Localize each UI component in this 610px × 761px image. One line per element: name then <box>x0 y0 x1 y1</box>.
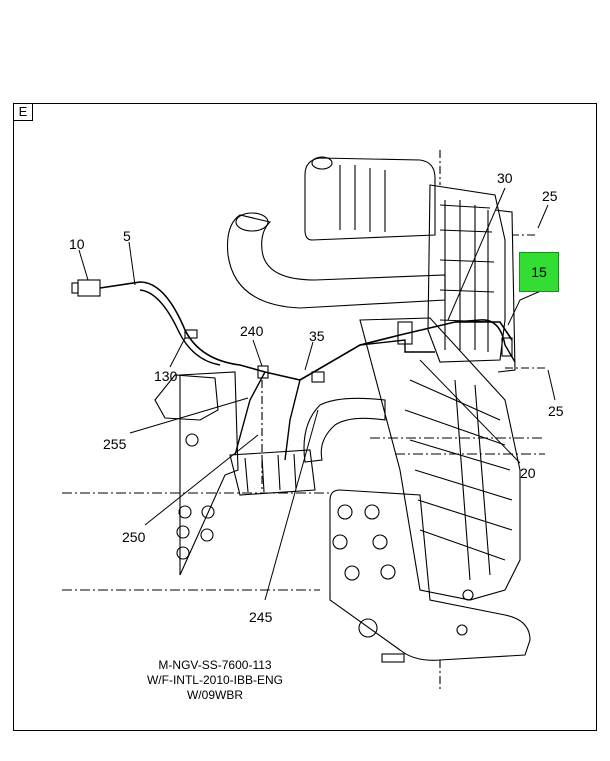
callout-245: 245 <box>249 609 273 625</box>
connector-10 <box>71 279 101 297</box>
doc-ref-line-3: W/09WBR <box>186 688 243 702</box>
callout-15-highlighted[interactable]: 15 <box>519 252 559 292</box>
radiator-upper-hose <box>226 214 446 309</box>
doc-ref-line-2: W/F-INTL-2010-IBB-ENG <box>146 673 284 687</box>
doc-ref-line-1: M-NGV-SS-7600-113 <box>158 658 272 672</box>
mounting-plate <box>329 489 531 661</box>
radiator-core <box>427 184 506 363</box>
engine-block <box>359 317 521 601</box>
coolant-reservoir <box>304 157 436 241</box>
callout-25-lower: 25 <box>548 403 564 419</box>
callout-30: 30 <box>497 170 513 186</box>
plate-label <box>381 653 405 663</box>
callout-20: 20 <box>520 465 536 481</box>
callout-250: 250 <box>122 529 146 545</box>
callout-255: 255 <box>103 436 127 452</box>
left-bracket <box>179 371 239 576</box>
harness-branch <box>284 379 301 461</box>
harness-branch <box>234 371 266 456</box>
callout-10: 10 <box>69 236 85 252</box>
callout-5: 5 <box>123 228 131 244</box>
drawing-frame <box>13 103 597 731</box>
plate-holes <box>332 504 474 638</box>
radiator-side-bracket <box>494 209 516 373</box>
reservoir-cap <box>311 156 333 170</box>
harness-clip <box>257 365 269 379</box>
radiator-lower-hose <box>303 397 386 463</box>
callout-25-upper: 25 <box>542 188 558 204</box>
motor-assembly <box>229 449 316 496</box>
view-tag: E <box>13 103 33 121</box>
harness-clip <box>184 329 198 339</box>
leader-lines <box>78 187 556 601</box>
harness-clip <box>397 321 413 345</box>
callout-35: 35 <box>309 328 325 344</box>
document-reference: M-NGV-SS-7600-113 W/F-INTL-2010-IBB-ENG … <box>140 658 290 703</box>
harness-branch <box>139 289 221 366</box>
bracket-bolts <box>176 433 215 560</box>
harness-clip <box>501 337 513 357</box>
sensor-module <box>154 374 219 421</box>
harness-clip <box>311 371 325 383</box>
harness-branch <box>359 339 435 353</box>
callout-240: 240 <box>240 323 264 339</box>
callout-130: 130 <box>154 368 178 384</box>
harness-branch <box>454 319 516 363</box>
